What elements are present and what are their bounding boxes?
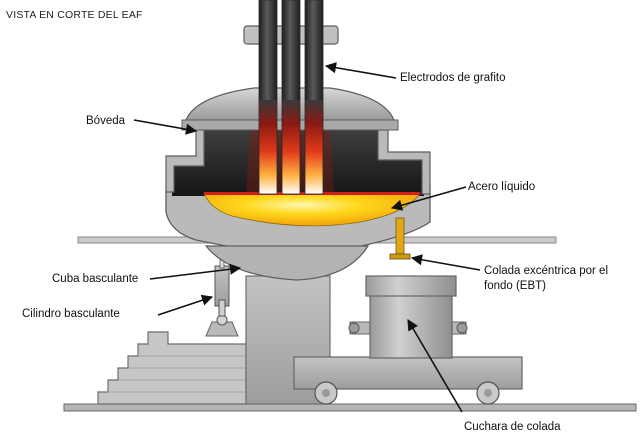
label-cuba: Cuba basculante bbox=[52, 273, 139, 285]
arrow-cuchara bbox=[407, 319, 463, 413]
label-boveda: Bóveda bbox=[86, 115, 126, 127]
floor-rail bbox=[63, 403, 637, 412]
label-colada-line2: fondo (EBT) bbox=[484, 280, 546, 292]
furnace-left-wall bbox=[165, 129, 205, 193]
label-cilindro: Cilindro basculante bbox=[22, 308, 120, 320]
ebt-taphole bbox=[389, 217, 411, 260]
label-electrodos: Electrodos de grafito bbox=[400, 72, 506, 84]
furnace-right-wall bbox=[377, 129, 431, 195]
ladle-car bbox=[293, 356, 523, 405]
arrow-colada bbox=[410, 254, 481, 271]
graphite-electrodes bbox=[258, 0, 324, 195]
label-acero: Acero líquido bbox=[468, 181, 536, 193]
pointer-arrows bbox=[133, 62, 481, 413]
diagram-title: VISTA EN CORTE DEL EAF bbox=[6, 9, 143, 21]
arrow-cilindro bbox=[157, 294, 214, 316]
tilting-cylinder bbox=[205, 245, 239, 337]
arrow-boveda bbox=[133, 119, 198, 135]
arrow-electrodos bbox=[324, 62, 397, 79]
label-cuchara: Cuchara de colada bbox=[464, 421, 561, 433]
label-colada-line1: Colada excéntrica por el bbox=[484, 265, 609, 277]
arrow-acero bbox=[390, 186, 467, 211]
ladle bbox=[348, 275, 468, 359]
arrow-cuba bbox=[149, 263, 242, 280]
vessel-bowl bbox=[204, 245, 370, 281]
